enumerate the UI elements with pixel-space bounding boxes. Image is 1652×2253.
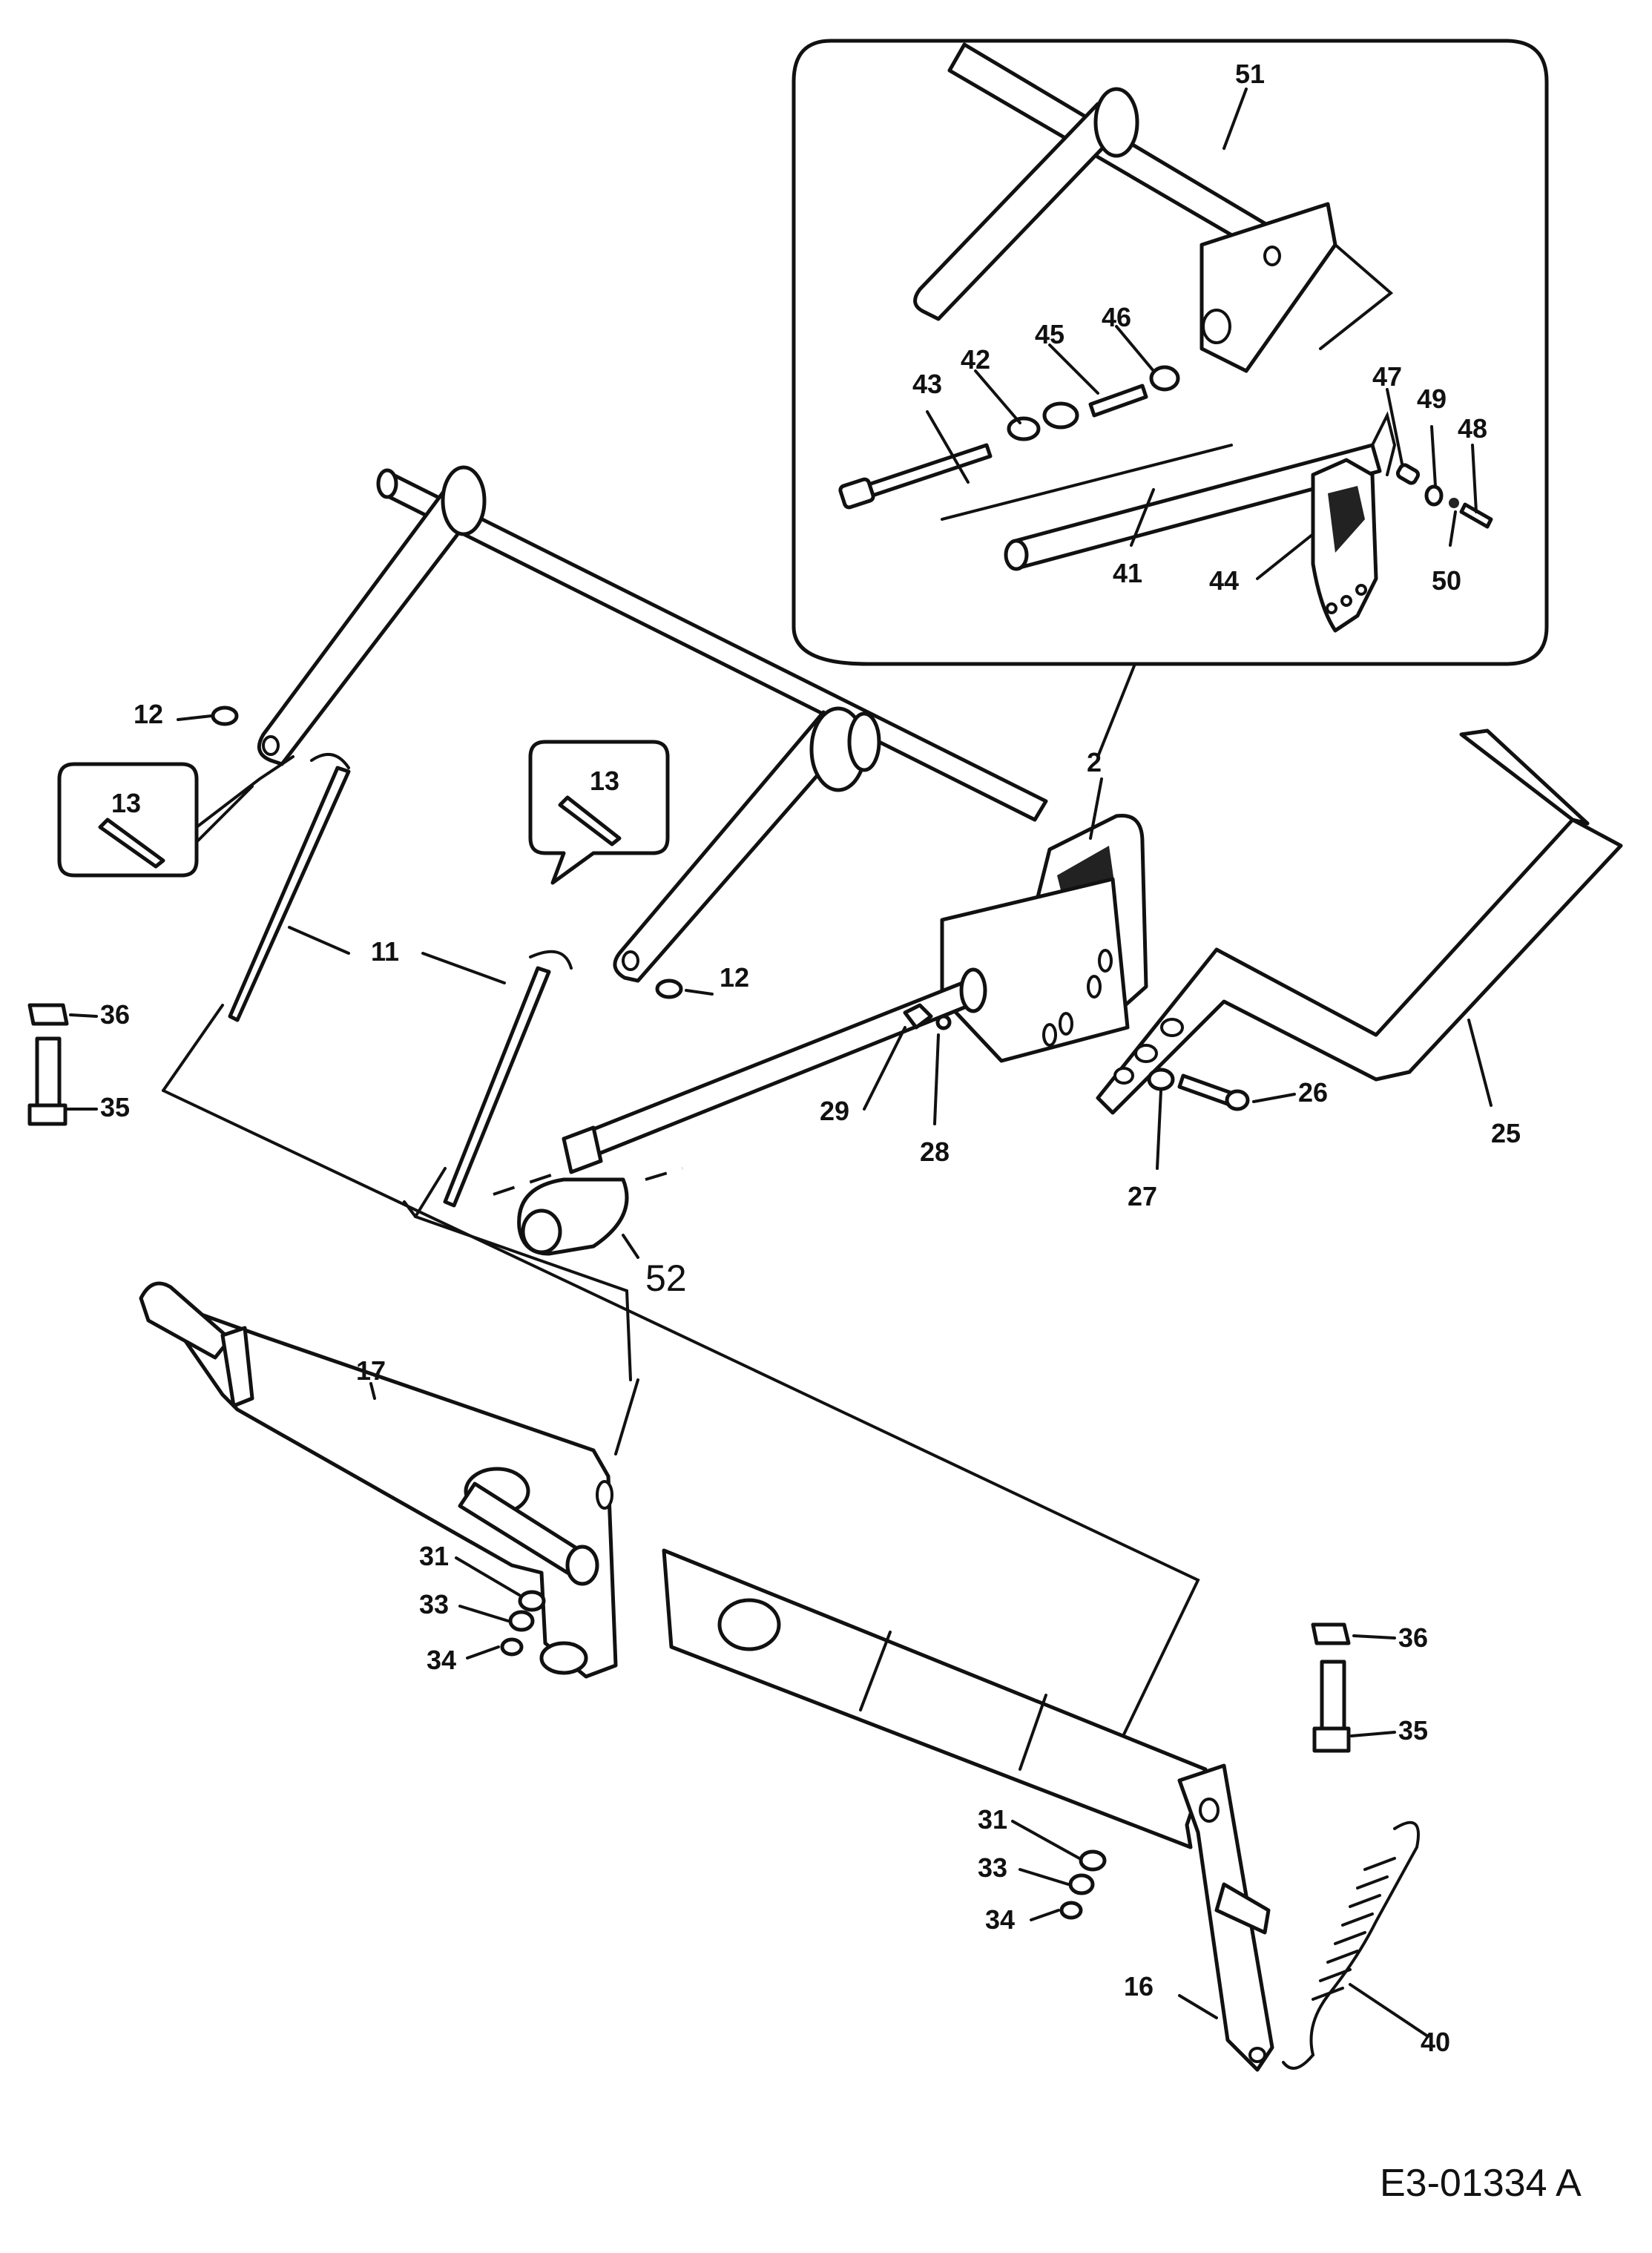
cotter-pin-callouts [57,705,683,999]
label-49: 49 [1417,384,1447,414]
label-36-left: 36 [100,999,130,1030]
leader-lines [65,714,1493,2038]
part-16-lever [1177,1763,1274,2072]
label-45: 45 [1035,319,1064,349]
label-52: 52 [645,1257,687,1299]
part-11-links [162,753,1200,1775]
label-40: 40 [1421,2027,1450,2057]
part-51-shaft [913,42,1394,373]
label-31-right: 31 [978,1804,1007,1835]
label-33-left: 33 [419,1589,449,1619]
label-33-right: 33 [978,1852,1007,1883]
label-50: 50 [1432,565,1461,596]
label-34-right: 34 [985,1904,1015,1935]
label-13-left: 13 [111,788,141,818]
label-29: 29 [820,1096,849,1126]
callout-labels: 51 46 45 42 43 47 49 48 41 44 50 2 12 13… [100,59,1582,2205]
label-27: 27 [1128,1181,1157,1211]
label-16: 16 [1124,1971,1154,2002]
label-35-left: 35 [100,1092,130,1122]
label-28: 28 [920,1137,950,1167]
label-17: 17 [356,1355,386,1386]
label-31-left: 31 [419,1541,449,1571]
label-36-right: 36 [1398,1622,1428,1653]
drawing-reference: E3-01334 A [1380,2162,1582,2205]
part-41-rod [941,411,1397,571]
label-26: 26 [1298,1077,1328,1108]
fasteners-26-29 [903,1003,1250,1111]
label-44: 44 [1209,565,1239,596]
label-12-right: 12 [720,962,749,993]
main-shaft-assembly [257,465,1148,1196]
label-12-left: 12 [134,699,163,729]
small-hardware-47-50 [1395,463,1493,529]
label-2: 2 [1087,747,1102,777]
label-34-left: 34 [427,1645,456,1675]
part-44-plate [1311,458,1378,633]
detail-inset [792,39,1549,758]
label-41: 41 [1113,558,1142,588]
label-46: 46 [1102,302,1131,332]
part-25-bracket [1096,728,1623,1115]
part-17-pedal-arm [139,1281,639,1679]
pedal-tube [662,1548,1208,1849]
hardware-31-34 [500,1590,1107,1920]
label-13-right: 13 [590,766,619,796]
label-25: 25 [1491,1118,1521,1148]
part-52-knob [517,1167,683,1256]
bolt-nut-sets [27,1003,1351,1753]
label-35-right: 35 [1398,1715,1428,1746]
label-51: 51 [1235,59,1265,89]
detent-assembly [838,365,1180,510]
label-42: 42 [961,344,990,375]
label-11: 11 [371,936,399,967]
part-40-spring [1282,1821,1420,2070]
label-43: 43 [912,369,942,399]
label-47: 47 [1372,361,1402,392]
label-48: 48 [1458,413,1487,444]
